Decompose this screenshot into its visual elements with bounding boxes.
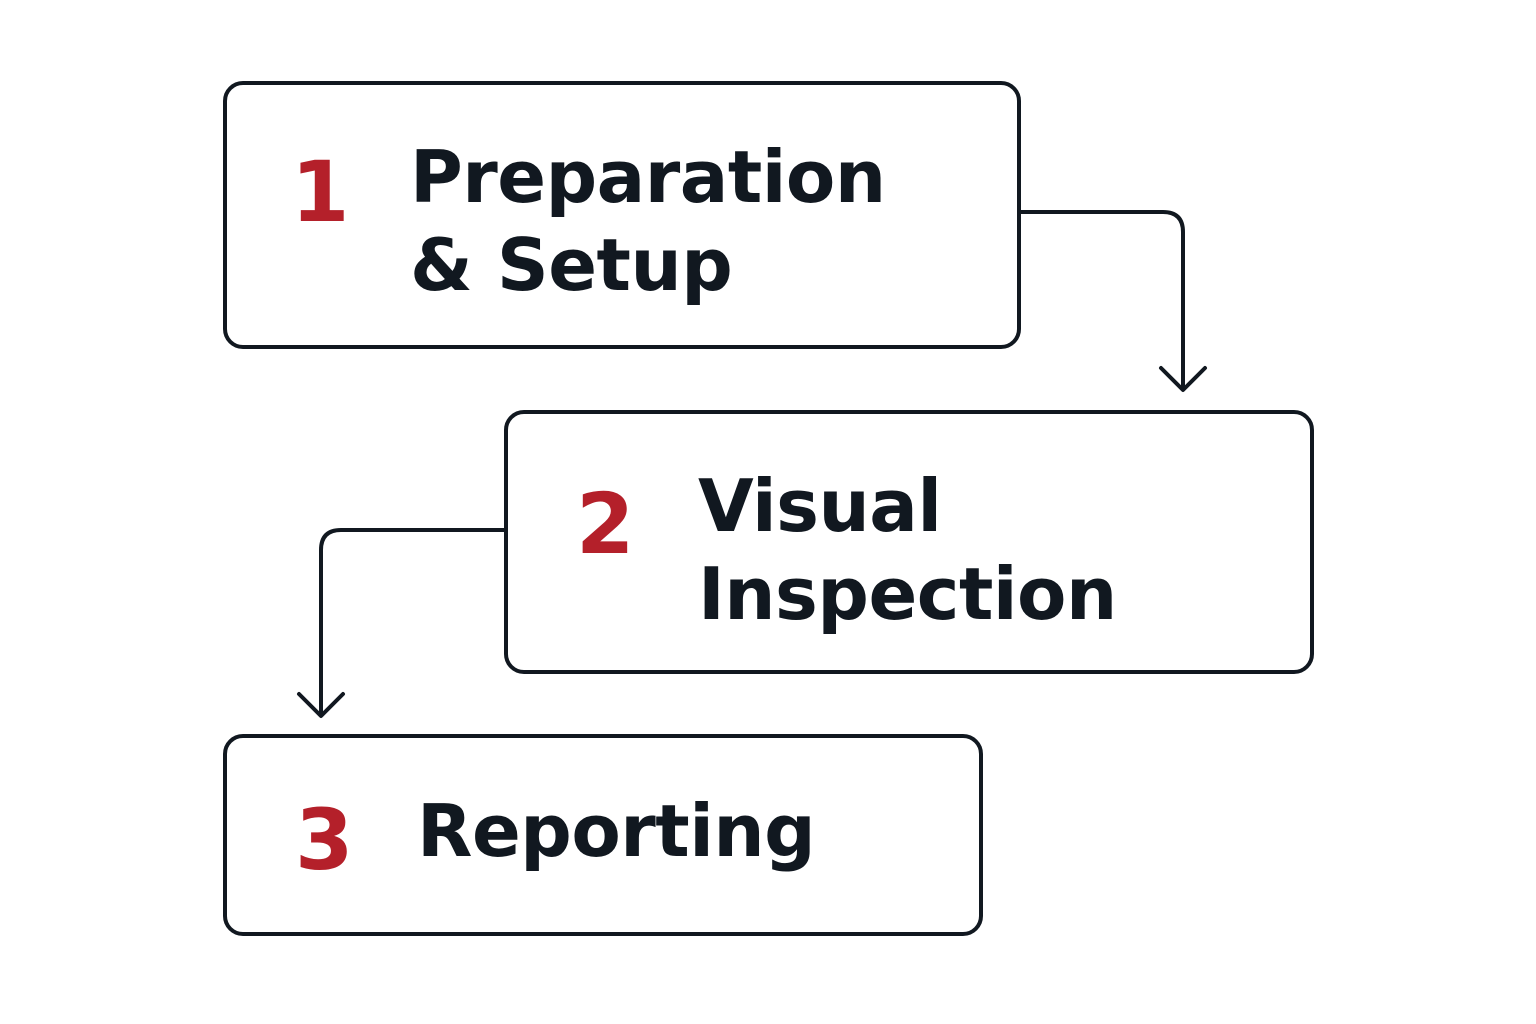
step-label: Reporting — [417, 787, 816, 875]
step-label-line: Reporting — [417, 789, 816, 873]
step-reporting: 3 Reporting — [223, 734, 983, 936]
step-label-line: Inspection — [698, 552, 1117, 636]
step-label-line: & Setup — [410, 223, 733, 307]
step-label-line: Visual — [698, 464, 942, 548]
connector-arrow-1-to-2 — [1021, 210, 1185, 388]
step-label-line: Preparation — [410, 135, 886, 219]
step-label: Visual Inspection — [698, 462, 1117, 638]
arrowhead-1-to-2 — [1159, 366, 1207, 392]
connector-arrow-2-to-3 — [319, 528, 504, 714]
step-number: 3 — [295, 791, 354, 889]
arrowhead-2-to-3 — [297, 692, 345, 718]
step-number: 1 — [291, 143, 350, 241]
step-number: 2 — [576, 475, 635, 573]
step-preparation-setup: 1 Preparation & Setup — [223, 81, 1021, 349]
step-label: Preparation & Setup — [410, 133, 886, 309]
step-visual-inspection: 2 Visual Inspection — [504, 410, 1314, 674]
